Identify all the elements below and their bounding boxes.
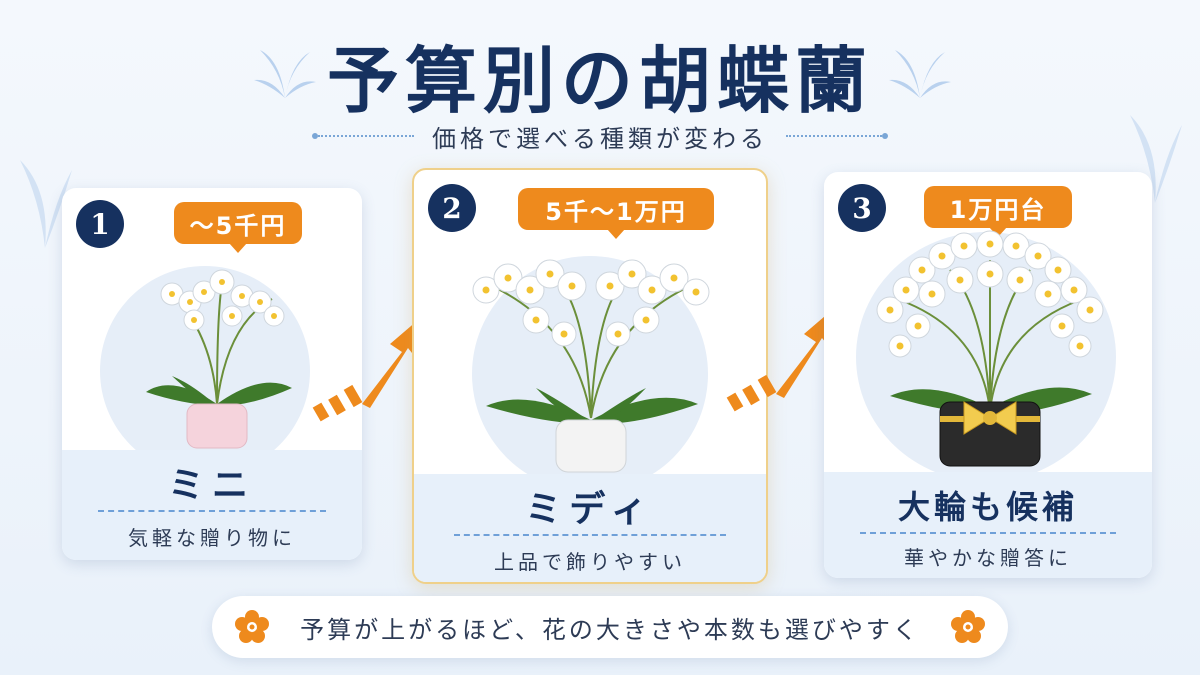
price-badge: ～5千円	[174, 202, 302, 253]
card-number-badge: 2	[428, 184, 476, 232]
card-label-band	[62, 450, 362, 560]
card-divider	[454, 534, 726, 536]
footer-text: 予算が上がるほど、花の大きさや本数も選びやすく	[300, 616, 920, 644]
card-divider	[860, 532, 1116, 534]
orchid-large-icon	[876, 230, 1104, 467]
card-label-band	[824, 472, 1152, 578]
arrow-right-up-icon	[726, 310, 832, 412]
card-mini: 1 ～5千円 ミニ 気軽な贈り物に	[62, 188, 362, 560]
leaf-decoration-icon	[1130, 115, 1182, 203]
orchid-mini-icon	[146, 269, 292, 449]
card-number-badge: 1	[76, 200, 124, 248]
leaf-decoration-icon	[254, 50, 316, 98]
card-large: 3 1万円台 大輪も候補 華やかな贈答に	[824, 172, 1152, 578]
dotted-divider	[312, 133, 414, 139]
dotted-divider	[786, 133, 888, 139]
card-name: ミニ	[167, 464, 256, 506]
page-subtitle: 価格で選べる種類が変わる	[432, 124, 768, 153]
card-name: 大輪も候補	[897, 488, 1078, 526]
card-description: 華やかな贈答に	[904, 546, 1072, 570]
orchid-midi-icon	[472, 259, 710, 473]
leaf-decoration-icon	[889, 50, 951, 98]
card-name: ミディ	[525, 488, 655, 530]
arrow-right-up-icon	[312, 320, 418, 422]
card-midi: 2 5千～1万円 ミディ 上品で飾りやすい	[412, 168, 768, 584]
page-title: 予算別の胡蝶蘭	[326, 38, 873, 123]
card-number-badge: 3	[838, 184, 886, 232]
flower-icon	[951, 610, 985, 643]
leaf-decoration-icon	[20, 160, 72, 248]
price-badge: 5千～1万円	[518, 188, 714, 239]
price-badge: 1万円台	[924, 186, 1072, 237]
card-description: 気軽な贈り物に	[128, 526, 296, 550]
card-label-band	[414, 474, 766, 582]
footer-banner: 予算が上がるほど、花の大きさや本数も選びやすく	[212, 596, 1008, 658]
card-divider	[98, 510, 326, 512]
flower-icon	[235, 610, 269, 643]
card-description: 上品で飾りやすい	[494, 550, 686, 574]
subtitle-row: 価格で選べる種類が変わる	[0, 118, 1200, 154]
